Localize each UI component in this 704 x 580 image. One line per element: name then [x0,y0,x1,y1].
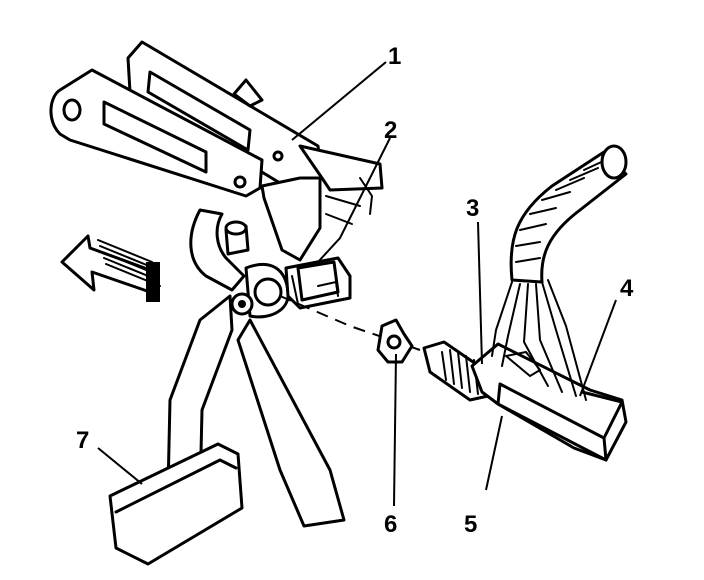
callout-label-7: 7 [76,427,89,454]
direction-arrow [60,234,161,302]
callout-label-6: 6 [384,511,397,538]
bracket-switch [284,256,352,310]
callout-label-2: 2 [384,117,397,144]
callout-label-4: 4 [620,275,634,302]
wiring-harness [491,144,628,401]
callout-label-5: 5 [464,511,477,538]
leader-lines [97,61,617,507]
callout-label-3: 3 [466,195,479,222]
brake-pedal-arm [166,208,346,528]
retaining-clip [376,318,414,364]
pedal-position-sensor [422,340,628,462]
callout-label-1: 1 [388,43,401,70]
mounting-bracket [49,40,384,262]
pedal-pad [108,442,244,566]
